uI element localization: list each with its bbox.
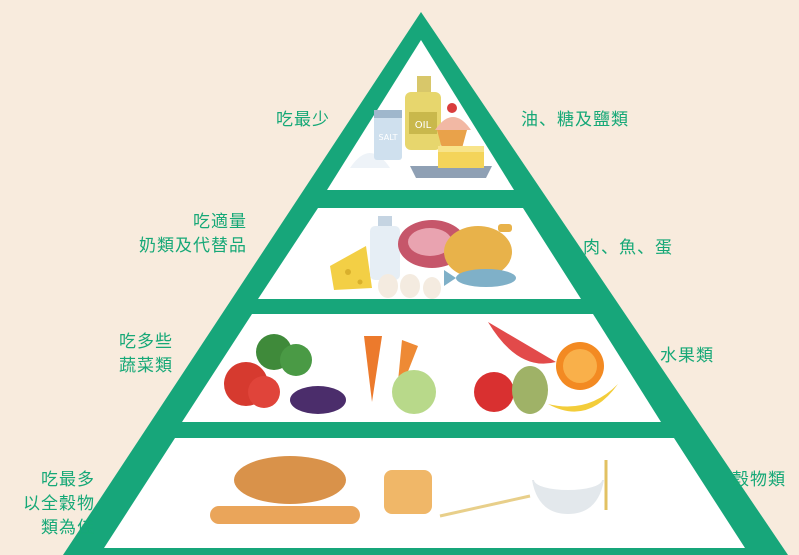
tier4-right-label: 穀物類 <box>732 470 786 490</box>
cheese-icon <box>330 246 372 290</box>
tier3-left-line-1: 吃多些 <box>119 332 173 352</box>
tier2-right-label: 肉、魚、蛋 <box>583 238 673 258</box>
tier1-right-label: 油、糖及鹽類 <box>521 110 629 130</box>
tier4-left-line-3: 類為佳 <box>41 518 95 538</box>
oil-bottle-icon: OIL <box>405 76 441 150</box>
rice-bowl-icon <box>532 470 604 514</box>
salt-shaker-icon: SALT <box>350 110 402 168</box>
tier4-left-label: 吃最多 以全穀物 類為佳 <box>23 468 95 540</box>
tier2-left-label: 吃適量 奶類及代替品 <box>139 210 247 258</box>
roast-chicken-icon <box>444 224 512 278</box>
eggplant-icon <box>290 386 346 414</box>
baguette-icon <box>210 506 360 524</box>
sliced-bread-icon <box>384 470 432 514</box>
tier2-left-line-1: 吃適量 <box>193 212 247 232</box>
tier4-left-line-1: 吃最多 <box>41 470 95 490</box>
tier3-right-label: 水果類 <box>660 346 714 366</box>
banana-icon <box>548 384 618 412</box>
fish-icon <box>444 269 516 287</box>
tier3-left-line-2: 蔬菜類 <box>119 356 173 376</box>
pasta-icon <box>439 494 531 518</box>
tier1-left-label: 吃最少 <box>276 110 330 130</box>
milk-bottle-icon <box>370 216 400 280</box>
pear-icon <box>512 366 548 414</box>
svg-text:OIL: OIL <box>415 120 432 131</box>
tier3-left-label: 吃多些 蔬菜類 <box>119 330 173 378</box>
broccoli-icon <box>256 334 312 376</box>
watermelon-icon <box>488 322 556 364</box>
svg-text:SALT: SALT <box>379 133 398 142</box>
tomato-icon <box>224 362 280 408</box>
butter-icon <box>410 146 492 178</box>
cabbage-icon <box>392 370 436 414</box>
orange-icon <box>556 342 604 390</box>
eggs-icon <box>378 274 441 299</box>
tier4-left-line-2: 以全穀物 <box>23 494 95 514</box>
apple-icon <box>474 372 514 412</box>
bread-loaf-icon <box>234 456 346 504</box>
tier2-left-line-2: 奶類及代替品 <box>139 236 247 256</box>
